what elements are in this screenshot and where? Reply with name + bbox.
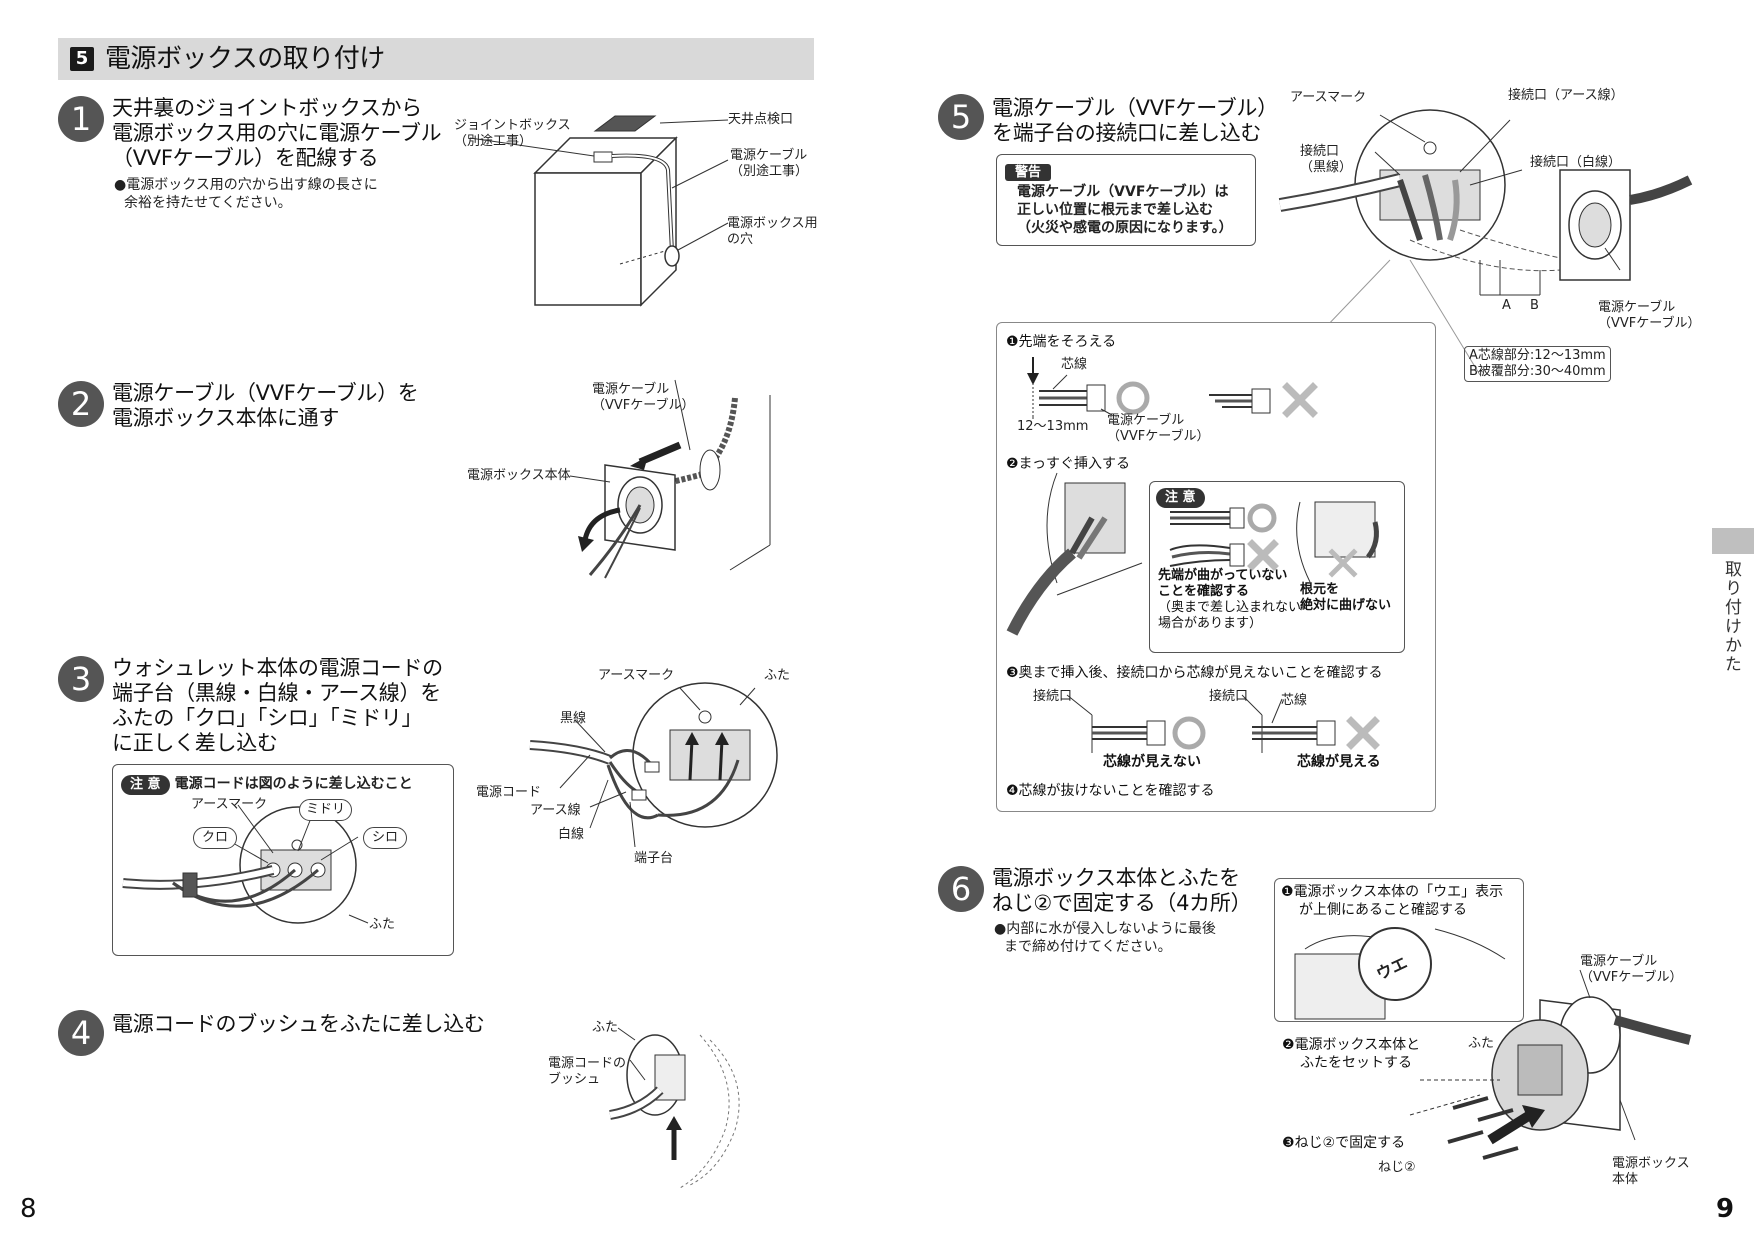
s4-label-lid: ふた [592, 1020, 619, 1035]
step-2-number: 2 [58, 381, 104, 427]
step-5-heading: 電源ケーブル（VVFケーブル） を端子台の接続口に差し込む [992, 96, 1278, 145]
step-3-number: 3 [58, 656, 104, 702]
step-1-number: 1 [58, 96, 104, 142]
s3-label-terminal: 端子台 [634, 851, 674, 866]
s6-label-screw: ねじ② [1378, 1160, 1416, 1175]
caution-label-earth: アースマーク [191, 797, 268, 812]
detail-caution-badge: 注 意 [1156, 488, 1205, 508]
step-6-number: 6 [938, 866, 984, 912]
warning-text: 電源ケーブル（VVFケーブル）は 正しい位置に根元まで差し込む （火災や感電の原… [1017, 184, 1233, 236]
s5-label-a: A [1502, 298, 1511, 313]
page-number-left: 8 [20, 1194, 37, 1224]
step-1-note: ●電源ボックス用の穴から出す線の長さに 余裕を持たせてください。 [114, 177, 378, 211]
detail-port-1: 接続口 [1033, 689, 1073, 704]
step-6-note: ●内部に水が侵入しないように最後 まで締め付けてください。 [994, 921, 1216, 955]
section-title: 電源ボックスの取り付け [105, 44, 385, 74]
s6-label-body: 電源ボックス本体 [1612, 1156, 1690, 1187]
step-6-fix-text: ❸ねじ②で固定する [1282, 1135, 1406, 1151]
s5-label-earth: アースマーク [1290, 90, 1367, 105]
s6-label-cable: 電源ケーブル（VVFケーブル） [1580, 954, 1683, 985]
step-6-check-text: ❶電源ボックス本体の「ウエ」表示 が上側にあること確認する [1281, 884, 1504, 918]
step-2-heading: 電源ケーブル（VVFケーブル）を 電源ボックス本体に通す [112, 381, 419, 430]
step-3-heading: ウォシュレット本体の電源コードの 端子台（黒線・白線・アース線）を ふたの「クロ… [112, 656, 443, 755]
s5-label-cable: 電源ケーブル（VVFケーブル） [1598, 300, 1701, 331]
s5-label-port-white: 接続口（白線） [1530, 155, 1622, 170]
caution-label-midori: ミドリ [299, 799, 353, 821]
caution-label-lid: ふた [369, 917, 396, 932]
s3-label-earth: アースマーク [598, 668, 675, 683]
s3-label-cord: 電源コード [476, 785, 542, 800]
detail-core: 芯線 [1061, 357, 1088, 372]
detail-not-visible: 芯線が見えない [1103, 754, 1201, 770]
s5-label-port-earth: 接続口（アース線） [1508, 88, 1624, 103]
side-tab-label: 取り付けかた [1721, 560, 1741, 674]
detail-s1: ❶先端をそろえる [1006, 334, 1117, 350]
warning-badge: 警告 [1005, 164, 1052, 181]
detail-visible: 芯線が見える [1297, 754, 1381, 770]
label-ceiling: 天井点検口 [728, 112, 794, 127]
step-4-number: 4 [58, 1010, 104, 1056]
step-1-heading: 天井裏のジョイントボックスから 電源ボックス用の穴に電源ケーブル （VVFケーブ… [112, 96, 442, 170]
page-number-right: 9 [1716, 1194, 1735, 1224]
step-1-illustration [469, 115, 729, 307]
label-cable: 電源ケーブル（別途工事） [730, 148, 809, 179]
step-5-number: 5 [938, 94, 984, 140]
caution-illustration [122, 804, 369, 924]
s3-label-earth-wire: アース線 [530, 803, 581, 818]
s5-label-port-black: 接続口（黒線） [1300, 144, 1353, 175]
detail-bent-note: 先端が曲がっていない ことを確認する （奥まで差し込まれない 場合があります） [1158, 568, 1302, 631]
detail-cable: 電源ケーブル（VVFケーブル） [1107, 413, 1210, 444]
s4-label-bush: 電源コードのブッシュ [548, 1056, 627, 1087]
step-5-detail-box: ❶先端をそろえる 芯線 12～13mm 電源ケーブル（VVFケーブル） ❷まっす… [996, 322, 1436, 812]
step-3-illustration [529, 682, 778, 848]
detail-s2-illustration [1006, 472, 1143, 636]
step-3-caution-box: 注 意 電源コードは図のように差し込むこと アースマーク ミドリ クロ シロ ふ… [112, 764, 454, 956]
detail-s4: ❹芯線が抜けないことを確認する [1006, 783, 1215, 799]
caution-text: 電源コードは図のように差し込むこと [174, 776, 413, 792]
detail-s3: ❸奥まで挿入後、接続口から芯線が見えないことを確認する [1006, 665, 1383, 681]
detail-s2: ❷まっすぐ挿入する [1006, 456, 1130, 472]
s3-label-lid: ふた [764, 668, 791, 683]
step-4-illustration [609, 1027, 740, 1189]
step-6-check-box: ❶電源ボックス本体の「ウエ」表示 が上側にあること確認する ウエ [1274, 878, 1524, 1022]
section-header: 5 電源ボックスの取り付け [58, 38, 814, 80]
label-hole: 電源ボックス用の穴 [727, 216, 818, 247]
warning-box: 警告 電源ケーブル（VVFケーブル）は 正しい位置に根元まで差し込む （火災や感… [996, 154, 1256, 246]
detail-caution-illustration [1169, 501, 1379, 583]
step-2-illustration [569, 379, 771, 579]
step-6-set-text: ❷電源ボックス本体と ふたをセットする [1282, 1037, 1421, 1071]
step-6-heading: 電源ボックス本体とふたを ねじ②で固定する（4カ所） [992, 866, 1252, 915]
detail-core-2: 芯線 [1281, 693, 1308, 708]
screws-illustration [1447, 1096, 1519, 1160]
detail-port-2: 接続口 [1209, 689, 1249, 704]
detail-root-note: 根元を 絶対に曲げない [1300, 582, 1392, 613]
step-4-heading: 電源コードのブッシュをふたに差し込む [112, 1012, 485, 1036]
step-6-check-illustration [1294, 927, 1506, 1020]
detail-s1-illustration [1027, 357, 1318, 419]
detail-caution-box: 注 意 先端が曲がっていない ことを確認する （奥まで差し込まれない 場合があり… [1149, 481, 1405, 653]
caution-label-shiro: シロ [363, 827, 408, 849]
step-5-illustration [1278, 109, 1693, 376]
side-tab-bar [1712, 528, 1754, 554]
s3-label-white: 白線 [558, 827, 585, 842]
step-6-illustration [1409, 969, 1692, 1145]
caution-label-kuro: クロ [193, 827, 238, 849]
section-number: 5 [70, 47, 94, 71]
detail-s3-illustration [1066, 694, 1380, 753]
s5-label-b: B [1530, 298, 1539, 313]
label-joint-box: ジョイントボックス（別途工事） [454, 118, 571, 149]
detail-length: 12～13mm [1017, 419, 1089, 434]
label-cable-2: 電源ケーブル（VVFケーブル） [592, 382, 695, 413]
label-box-body: 電源ボックス本体 [467, 468, 571, 483]
caution-badge: 注 意 [121, 775, 170, 795]
s6-label-lid: ふた [1468, 1036, 1495, 1051]
s3-label-black: 黒線 [560, 711, 587, 726]
